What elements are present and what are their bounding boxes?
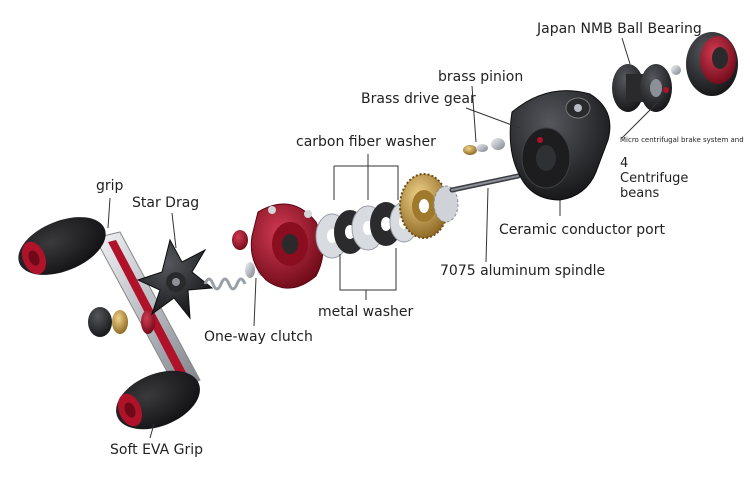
spool	[612, 64, 672, 112]
label-ceramic-conductor-port: Ceramic conductor port	[499, 222, 665, 238]
label-soft-eva-grip: Soft EVA Grip	[110, 442, 204, 458]
reel-frame	[509, 90, 611, 201]
handle-nut	[88, 307, 155, 337]
label-metal-washer: metal washer	[318, 304, 414, 320]
label-brass-drive-gear: Brass drive gear	[361, 91, 476, 107]
label-centrifuge-beans: 4 Centrifuge beans	[620, 156, 689, 201]
label-carbon-fiber-washer: carbon fiber washer	[296, 134, 436, 150]
leader-lines	[107, 37, 665, 439]
label-japan-nmb-ball-bearing: Japan NMB Ball Bearing	[537, 21, 702, 37]
brass-pinion	[463, 138, 505, 155]
soft-eva-grip-knob	[116, 370, 200, 430]
label-brass-pinion: brass pinion	[438, 69, 524, 85]
aluminum-spindle	[449, 173, 521, 193]
ball-bearing-and-cover	[663, 32, 738, 96]
side-cover	[250, 203, 324, 289]
label-micro-centrifugal-brake: Micro centrifugal brake system and	[620, 136, 744, 144]
label-grip: grip	[96, 178, 124, 194]
label-star-drag: Star Drag	[132, 195, 200, 211]
brass-drive-gear	[399, 173, 459, 239]
star-drag	[136, 238, 214, 320]
label-7075-aluminum-spindle: 7075 aluminum spindle	[440, 263, 606, 279]
label-one-way-clutch: One-way clutch	[204, 329, 313, 345]
grip-knob	[18, 217, 106, 275]
